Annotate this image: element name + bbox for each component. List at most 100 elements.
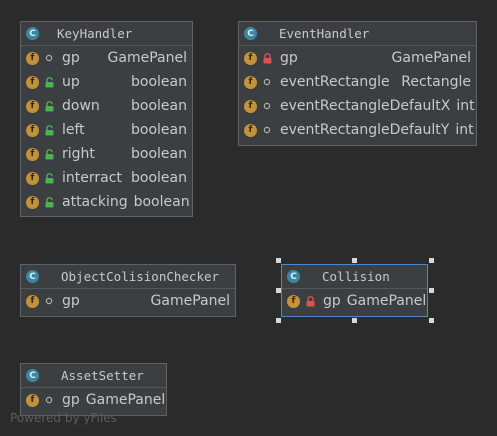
class-name: ObjectColisionChecker: [61, 269, 220, 284]
package-visibility-icon: [44, 52, 54, 64]
field-row[interactable]: f gp GamePanel: [21, 388, 166, 412]
field-name: right: [62, 146, 95, 162]
field-icon: f: [26, 51, 39, 65]
class-eventhandler[interactable]: C EventHandler f gp GamePanel f eventRectang…: [238, 21, 477, 146]
field-icon: f: [26, 195, 39, 209]
field-icon: f: [287, 294, 300, 308]
resize-handle-bottom-left[interactable]: [276, 318, 281, 323]
field-icon: f: [26, 171, 39, 185]
field-type: Rectangle: [401, 74, 471, 90]
field-list: f gp GamePanel f eventRectangle Rectangle f eve…: [239, 46, 476, 142]
class-collision[interactable]: C Collision f gp GamePanel: [281, 264, 428, 317]
field-row[interactable]: f gp GamePanel: [239, 46, 476, 70]
resize-handle-middle-right[interactable]: [429, 288, 434, 293]
field-icon: f: [26, 147, 39, 161]
class-objectcolisionchecker[interactable]: C ObjectColisionChecker f gp GamePanel: [20, 264, 236, 317]
field-icon: f: [26, 294, 39, 308]
public-unlock-icon: [44, 124, 54, 136]
public-unlock-icon: [44, 172, 54, 184]
package-visibility-icon: [44, 394, 54, 406]
class-header: C ObjectColisionChecker: [21, 265, 235, 289]
public-unlock-icon: [44, 100, 54, 112]
field-row[interactable]: f right boolean: [21, 142, 192, 166]
field-list: f gp GamePanel f up boolean f down boolean f left b…: [21, 46, 192, 214]
field-name: down: [62, 98, 100, 114]
field-row[interactable]: f eventRectangleDefaultY int: [239, 118, 476, 142]
package-visibility-icon: [44, 295, 54, 307]
public-unlock-icon: [44, 196, 54, 208]
field-icon: f: [26, 75, 39, 89]
field-icon: f: [26, 123, 39, 137]
field-name: gp: [62, 293, 80, 309]
class-icon: C: [26, 27, 39, 40]
field-name: eventRectangleDefaultX: [280, 98, 451, 114]
field-name: eventRectangle: [280, 74, 390, 90]
package-visibility-icon: [262, 124, 272, 136]
field-row[interactable]: f eventRectangleDefaultX int: [239, 94, 476, 118]
field-icon: f: [26, 99, 39, 113]
field-row[interactable]: f gp GamePanel: [282, 289, 427, 313]
class-icon: C: [244, 27, 257, 40]
field-row[interactable]: f gp GamePanel: [21, 46, 192, 70]
field-row[interactable]: f eventRectangle Rectangle: [239, 70, 476, 94]
field-row[interactable]: f interract boolean: [21, 166, 192, 190]
field-type: boolean: [131, 146, 187, 162]
field-icon: f: [244, 51, 257, 65]
resize-handle-top-right[interactable]: [429, 258, 434, 263]
class-header: C KeyHandler: [21, 22, 192, 46]
class-icon: C: [26, 270, 39, 283]
resize-handle-bottom-center[interactable]: [352, 318, 357, 323]
field-name: gp: [323, 293, 341, 309]
field-type: int: [456, 98, 475, 114]
field-type: GamePanel: [150, 293, 230, 309]
field-type: GamePanel: [391, 50, 471, 66]
field-list: f gp GamePanel: [21, 388, 166, 412]
field-row[interactable]: f up boolean: [21, 70, 192, 94]
field-type: boolean: [133, 194, 190, 210]
private-lock-icon: [262, 52, 272, 64]
field-icon: f: [244, 75, 257, 89]
resize-handle-top-left[interactable]: [276, 258, 281, 263]
field-name: gp: [280, 50, 298, 66]
class-assetsetter[interactable]: C AssetSetter f gp GamePanel: [20, 363, 167, 416]
package-visibility-icon: [262, 100, 272, 112]
class-keyhandler[interactable]: C KeyHandler f gp GamePanel f up boolean f down…: [20, 21, 193, 217]
field-name: eventRectangleDefaultY: [280, 122, 450, 138]
package-visibility-icon: [262, 76, 272, 88]
field-type: boolean: [131, 98, 187, 114]
class-header: C Collision: [282, 265, 427, 289]
field-row[interactable]: f down boolean: [21, 94, 192, 118]
field-name: attacking: [62, 194, 128, 210]
class-icon: C: [26, 369, 39, 382]
field-name: interract: [62, 170, 122, 186]
field-type: boolean: [131, 170, 187, 186]
field-row[interactable]: f gp GamePanel: [21, 289, 235, 313]
field-type: GamePanel: [346, 293, 427, 309]
field-icon: f: [244, 99, 257, 113]
class-name: EventHandler: [279, 26, 370, 41]
public-unlock-icon: [44, 76, 54, 88]
private-lock-icon: [305, 295, 315, 307]
class-header: C AssetSetter: [21, 364, 166, 388]
field-type: GamePanel: [85, 392, 166, 408]
resize-handle-bottom-right[interactable]: [429, 318, 434, 323]
field-row[interactable]: f attacking boolean: [21, 190, 192, 214]
field-type: GamePanel: [107, 50, 187, 66]
public-unlock-icon: [44, 148, 54, 160]
field-icon: f: [26, 393, 39, 407]
field-list: f gp GamePanel: [282, 289, 427, 313]
field-type: boolean: [131, 74, 187, 90]
field-name: left: [62, 122, 85, 138]
class-header: C EventHandler: [239, 22, 476, 46]
field-name: up: [62, 74, 80, 90]
resize-handle-middle-left[interactable]: [276, 288, 281, 293]
field-list: f gp GamePanel: [21, 289, 235, 313]
field-type: int: [455, 122, 474, 138]
field-name: gp: [62, 50, 80, 66]
class-name: Collision: [322, 269, 390, 284]
class-name: KeyHandler: [57, 26, 133, 41]
field-icon: f: [244, 123, 257, 137]
resize-handle-top-center[interactable]: [352, 258, 357, 263]
field-name: gp: [62, 392, 80, 408]
